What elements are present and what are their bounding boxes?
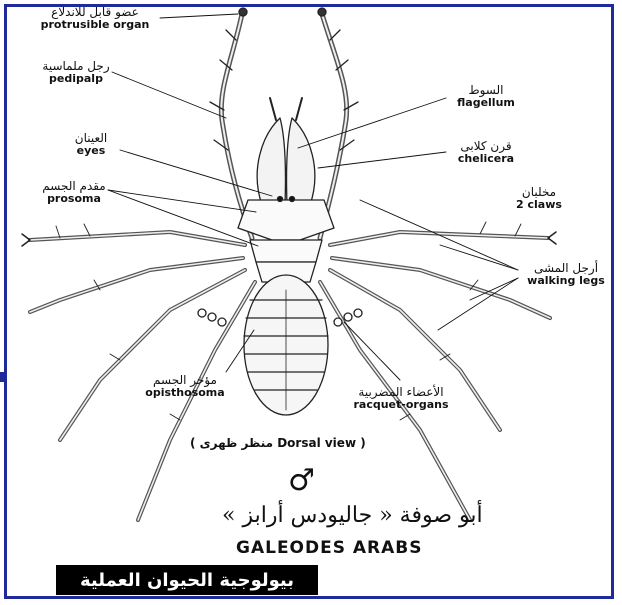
label-prosoma-en: prosoma [34, 193, 114, 205]
label-pedipalp: رجل ملماسية pedipalp [36, 60, 116, 84]
book-title-banner: بيولوجية الحيوان العملية [56, 565, 318, 595]
label-racquet-organs: الأعضاء المضربية racquet-organs [346, 386, 456, 410]
label-protrusible-organ-en: protrusible organ [28, 19, 162, 31]
label-prosoma-ar: مقدم الجسم [34, 180, 114, 193]
label-walking-legs: أرجل المشى walking legs [520, 262, 612, 286]
chelicerae [257, 98, 315, 205]
male-symbol-icon: ♂ [288, 466, 315, 496]
label-eyes-ar: العينان [56, 132, 126, 145]
label-flagellum: السوط flagellum [446, 84, 526, 108]
opisthosoma [244, 275, 328, 415]
label-prosoma: مقدم الجسم prosoma [34, 180, 114, 204]
label-walking-legs-en: walking legs [520, 275, 612, 287]
label-claws-ar: مخلبان [504, 186, 574, 199]
label-racquet-organs-ar: الأعضاء المضربية [346, 386, 456, 399]
label-protrusible-organ-ar: عضو قابل للاندلاع [28, 6, 162, 19]
label-eyes-en: eyes [56, 145, 126, 157]
species-name-latin: GALEODES ARABS [236, 538, 423, 558]
label-pedipalp-en: pedipalp [36, 73, 116, 85]
label-opisthosoma-ar: مؤخر الجسم [138, 374, 232, 387]
species-name-arabic: أبو صوفة « جاليودس أرابز » [222, 503, 483, 528]
label-flagellum-ar: السوط [446, 84, 526, 97]
label-flagellum-en: flagellum [446, 97, 526, 109]
label-eyes: العينان eyes [56, 132, 126, 156]
view-caption: ( منظر ظهرى Dorsal view ) [190, 436, 366, 450]
label-claws: مخلبان 2 claws [504, 186, 574, 210]
label-walking-legs-ar: أرجل المشى [520, 262, 612, 275]
label-chelicera: قرن كلابى chelicera [446, 140, 526, 164]
label-opisthosoma-en: opisthosoma [138, 387, 232, 399]
label-chelicera-ar: قرن كلابى [446, 140, 526, 153]
label-protrusible-organ: عضو قابل للاندلاع protrusible organ [28, 6, 162, 30]
label-pedipalp-ar: رجل ملماسية [36, 60, 116, 73]
pedipalp-left [210, 8, 252, 238]
label-opisthosoma: مؤخر الجسم opisthosoma [138, 374, 232, 398]
book-title: بيولوجية الحيوان العملية [80, 570, 294, 591]
label-claws-en: 2 claws [504, 199, 574, 211]
label-racquet-organs-en: racquet-organs [346, 399, 456, 411]
label-chelicera-en: chelicera [446, 153, 526, 165]
